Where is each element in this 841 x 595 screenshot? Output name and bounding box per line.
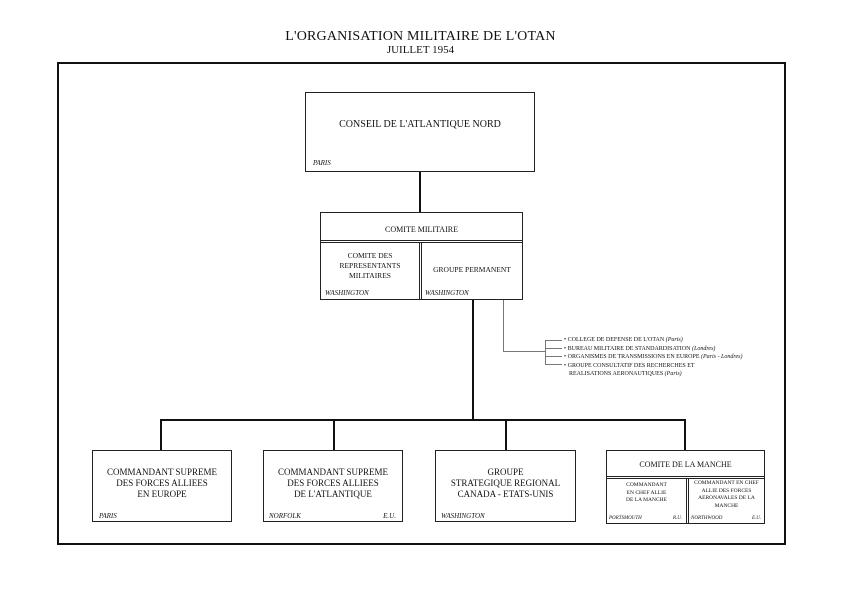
standing-group-label: GROUPE PERMANENT [433,265,511,274]
attached-tick [545,356,562,357]
attached-tick [545,348,562,349]
command-location: NORFOLK [269,512,301,520]
command-label: ALLIE DES FORCES [701,487,752,494]
command-label: EN CHEF ALLIE [626,489,667,496]
channel-divider [686,479,689,523]
military-committee-box: COMITE MILITAIRE COMITE DES REPRESENTANT… [320,212,523,300]
command-label: DE L'ATLANTIQUE [294,489,372,499]
council-label: CONSEIL DE L'ATLANTIQUE NORD [339,119,501,130]
list-item: • GROUPE CONSULTATIF DES RECHERCHES ET [564,362,695,369]
council-location: PARIS [313,159,331,167]
military-committee-label: COMITE MILITAIRE [385,225,458,234]
command-label: EN EUROPE [137,489,187,499]
command-country: E.U. [383,512,396,520]
bus-line [160,419,686,421]
command-location: PORTSMOUTH [609,516,642,521]
list-item: • BUREAU MILITAIRE DE STANDARDISATION (L… [564,345,716,352]
attached-tick [545,364,562,365]
drop-line [160,419,162,450]
command-label: AERONAVALES DE LA [698,495,755,501]
attached-bracket-v [545,340,546,365]
attached-bodies-list: • COLLEGE DE DEFENSE DE L'OTAN (Paris) •… [564,336,742,379]
command-label: DE LA MANCHE [626,497,667,503]
drop-line [684,419,686,450]
list-item: REALISATIONS AERONAUTIQUES (Paris) [569,371,682,377]
attached-connector-v [503,300,504,352]
council-box: CONSEIL DE L'ATLANTIQUE NORD PARIS [305,92,535,172]
diagram-frame [57,62,786,545]
command-label: DES FORCES ALLIEES [287,478,379,488]
command-label: DES FORCES ALLIEES [116,478,208,488]
command-label: COMMANDANT [626,482,667,488]
list-item: • ORGANISMES DE TRANSMISSIONS EN EUROPE … [564,354,743,360]
connector-line [419,172,421,212]
page-subtitle: JUILLET 1954 [386,44,455,56]
committee-divider [419,242,422,299]
saclant-box: COMMANDANT SUPREME DES FORCES ALLIEES DE… [263,450,403,522]
command-label: STRATEGIQUE REGIONAL [450,478,561,488]
representatives-location: WASHINGTON [325,289,369,297]
list-item: • COLLEGE DE DEFENSE DE L'OTAN (Paris) [564,337,683,343]
drop-line [505,419,507,450]
command-country: E.U. [752,516,762,521]
command-location: PARIS [99,512,117,520]
military-committee-header: COMITE MILITAIRE [321,213,522,243]
command-label: COMMANDANT SUPREME [106,467,218,477]
representatives-label: COMITE DES REPRESENTANTS MILITAIRES [339,251,401,280]
saceur-box: COMMANDANT SUPREME DES FORCES ALLIEES EN… [92,450,232,522]
attached-tick [545,340,562,341]
channel-committee-label: COMITE DE LA MANCHE [639,460,732,469]
standing-group-location: WASHINGTON [425,289,469,297]
command-label: CANADA - ETATS-UNIS [457,489,554,499]
connector-line [472,300,474,420]
command-location: WASHINGTON [441,512,485,520]
command-label: COMMANDANT SUPREME [277,467,389,477]
command-label: COMMANDANT EN CHEF [694,480,759,486]
command-label: GROUPE [487,467,524,477]
command-label: MANCHE [714,502,739,509]
page-title: L'ORGANISATION MILITAIRE DE L'OTAN [285,29,556,44]
attached-connector-h [503,351,545,352]
regional-group-box: GROUPE STRATEGIQUE REGIONAL CANADA - ETA… [435,450,576,522]
channel-committee-box: COMITE DE LA MANCHE COMMANDANT EN CHEF A… [606,450,765,524]
channel-committee-header: COMITE DE LA MANCHE [607,451,764,479]
command-location: NORTHWOOD [691,516,723,521]
command-country: R.U. [673,516,683,521]
drop-line [333,419,335,450]
